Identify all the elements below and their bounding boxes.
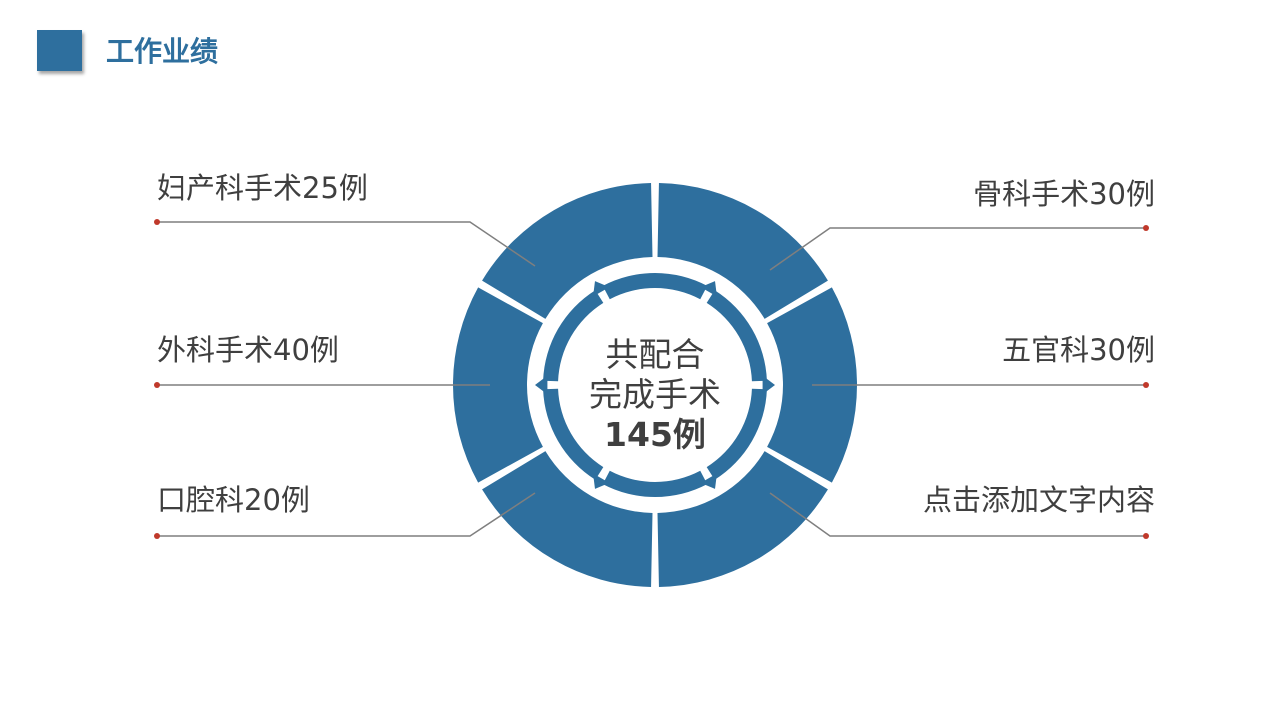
inner-arc [543, 290, 604, 382]
label-general-surgery: 外科手术40例 [157, 333, 339, 367]
arrow-marker [593, 281, 610, 297]
inner-arc [706, 290, 767, 382]
connector-top-left [157, 221, 536, 267]
label-ent: 五官科30例 [1002, 333, 1155, 367]
arrow-marker [700, 281, 717, 297]
connector-dot [154, 533, 160, 539]
arrow-marker [762, 375, 775, 395]
inner-arc [602, 470, 708, 497]
arrow-marker [700, 473, 717, 489]
connector-bottom-right [769, 492, 1146, 537]
connector-dot [1143, 533, 1149, 539]
segment-top-left [482, 183, 653, 319]
connectors [154, 219, 1149, 539]
connector-bottom-left [157, 492, 536, 537]
label-obstetrics: 妇产科手术25例 [157, 171, 368, 205]
center-caption: 共配合 完成手术 145例 [555, 335, 755, 455]
label-stomatology: 口腔科20例 [157, 483, 310, 517]
arrow-marker [535, 375, 548, 395]
segment-bottom-left [482, 451, 653, 587]
inner-arc [706, 388, 767, 480]
segment-left [453, 287, 543, 483]
arrow-marker [593, 473, 610, 489]
center-total: 145例 [604, 415, 706, 454]
ring-segments [453, 183, 857, 587]
connector-top-right [769, 227, 1146, 271]
segment-top-right [657, 183, 828, 319]
inner-arc [602, 273, 708, 300]
connector-dot [1143, 382, 1149, 388]
inner-arc [543, 388, 604, 480]
center-line-2: 完成手术 [589, 375, 721, 414]
title-accent-square [37, 30, 82, 71]
inner-ring [535, 273, 775, 497]
label-orthopedics: 骨科手术30例 [973, 177, 1155, 211]
page-title: 工作业绩 [106, 35, 219, 68]
connector-dot [154, 382, 160, 388]
center-line-1: 共配合 [605, 335, 705, 374]
connector-dot [154, 219, 160, 225]
connector-dot [1143, 225, 1149, 231]
segment-bottom-right [657, 451, 828, 587]
label-placeholder-text: 点击添加文字内容 [922, 483, 1155, 517]
